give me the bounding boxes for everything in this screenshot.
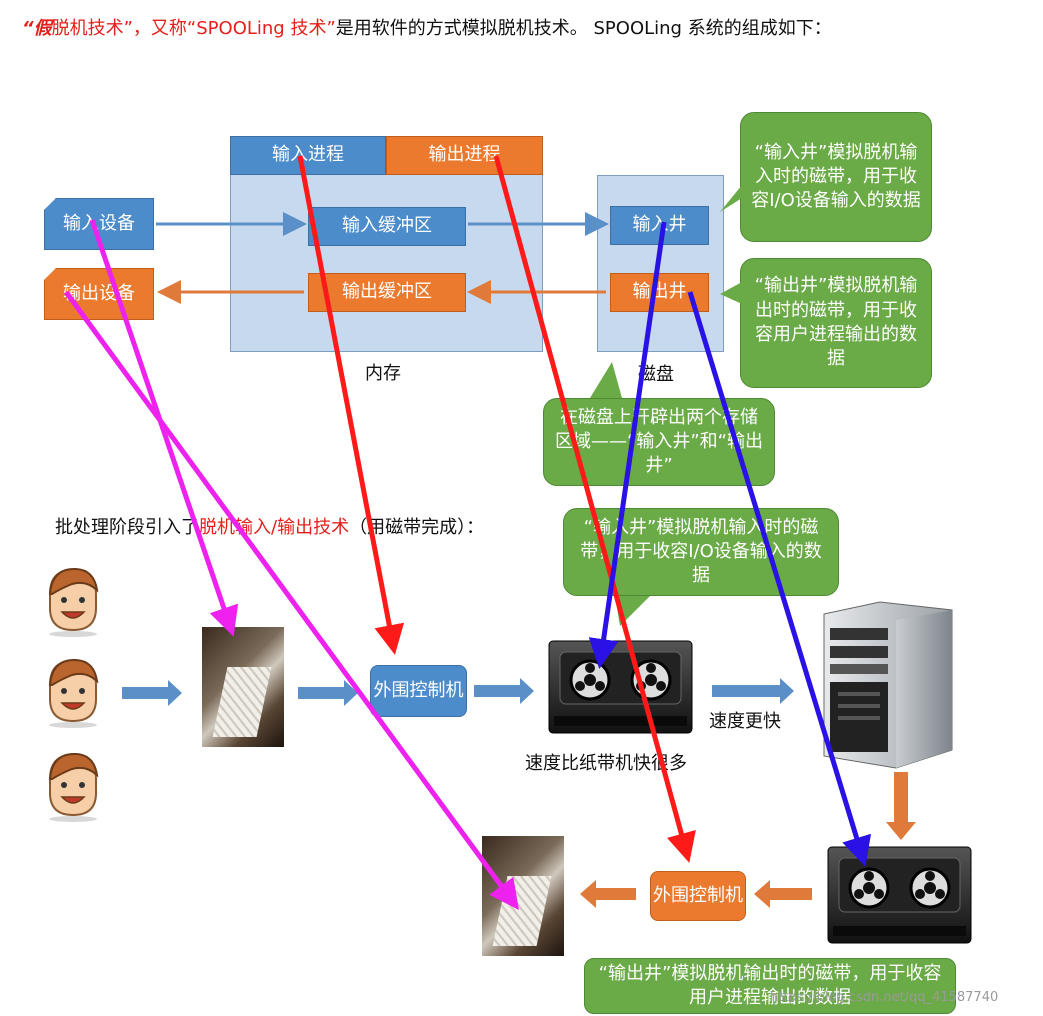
callout-output-well: “输出井”模拟脱机输出时的磁带，用于收容用户进程输出的数据 [740, 258, 932, 388]
header-line: “假脱机技术”，又称“SPOOLing 技术”是用软件的方式模拟脱机技术。 SP… [22, 14, 832, 40]
header-term-spooling: “SPOOLing 技术” [186, 18, 336, 39]
flow-arrow [474, 678, 534, 704]
header-term-fake: 假 [33, 18, 52, 39]
batch-line: 批处理阶段引入了脱机输入/输出技术（用磁带完成）： [55, 513, 484, 539]
flow-arrow [712, 678, 794, 704]
user-face-icon [48, 658, 99, 728]
memory-label: 内存 [365, 363, 401, 384]
tape-speed-label: 速度比纸带机快很多 [525, 753, 687, 774]
paper-tape-reader-image [202, 627, 284, 747]
header-quote-close: ”，又称 [123, 18, 187, 39]
callout-tail [590, 362, 622, 398]
callout-tail [720, 185, 742, 212]
flow-arrow [886, 772, 916, 840]
header-term-offline: 脱机技术 [51, 18, 124, 39]
header-quote-open: “ [22, 18, 34, 39]
mapping-arrow-blue [588, 221, 667, 669]
batch-suffix: （用磁带完成）： [349, 517, 485, 538]
faster-label: 速度更快 [709, 711, 781, 732]
callout-tape-out: “输出井”模拟脱机输出时的磁带，用于收容用户进程输出的数据 [584, 958, 956, 1014]
user-face-icon [48, 567, 99, 637]
mapping-arrow-red [493, 155, 696, 863]
batch-prefix: 批处理阶段引入了 [55, 517, 199, 538]
mapping-arrow-magenta [63, 290, 519, 911]
mapping-arrow-blue [687, 291, 872, 867]
output-device-box: 输出设备 [44, 268, 154, 320]
input-buffer-box: 输入缓冲区 [308, 207, 466, 246]
user-face-icon [48, 752, 99, 822]
output-buffer-box: 输出缓冲区 [308, 273, 466, 312]
flow-arrow [298, 680, 358, 706]
callout-input-well: “输入井”模拟脱机输入时的磁带，用于收容I/O设备输入的数据 [740, 112, 932, 242]
input-device-box: 输入设备 [44, 198, 154, 250]
header-rest: 是用软件的方式模拟脱机技术。 SPOOLing 系统的组成如下： [335, 18, 832, 39]
magnetic-tape-drive-icon [827, 846, 972, 944]
flow-arrow [754, 880, 812, 908]
callout-tape-in: “输入井”模拟脱机输入时的磁带，用于收容I/O设备输入的数据 [563, 508, 839, 596]
output-process-box: 输出进程 [386, 136, 543, 175]
callout-tail [720, 282, 742, 304]
disk-label: 磁盘 [638, 364, 674, 385]
peripheral-controller-bottom: 外围控制机 [650, 871, 746, 921]
watermark: https://blog.csdn.net/qq_41587740 [770, 990, 999, 1005]
input-process-box: 输入进程 [230, 136, 386, 175]
mapping-arrow-red [297, 155, 405, 655]
flow-arrow [122, 680, 182, 706]
computer-tower-icon [823, 601, 953, 769]
peripheral-controller-top: 外围控制机 [370, 665, 467, 717]
flow-arrow [580, 880, 636, 908]
